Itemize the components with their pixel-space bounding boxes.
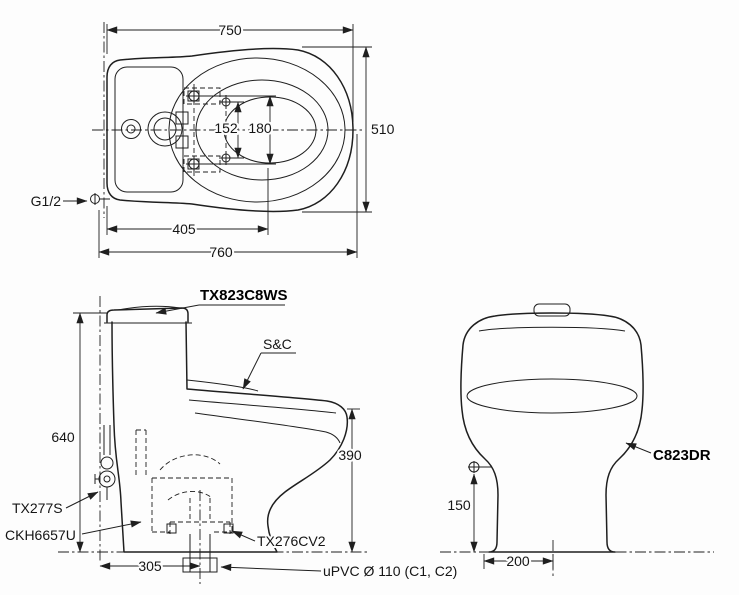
label-fixing-kit: CKH6657U: [5, 527, 76, 543]
dim-760-ext: [98, 134, 358, 258]
label-flush-fitting: TX276CV2: [257, 533, 326, 549]
valve-circle-inner: [153, 117, 177, 141]
tank-bowl-joint: [186, 379, 259, 392]
hinge-post-top: [175, 111, 189, 125]
rear-inlet-fitting: [468, 461, 492, 473]
dim-640-text: 640: [51, 429, 75, 445]
label-drain-pipe: uPVC Ø 110 (C1, C2): [323, 563, 457, 579]
flush-knob-outer: [121, 119, 141, 139]
seat-leader: [242, 352, 262, 390]
dim-750-text: 750: [218, 22, 242, 38]
label-seat: S&C: [263, 336, 292, 352]
dim-510-text: 510: [371, 121, 395, 137]
dim-390-text: 390: [338, 447, 362, 463]
tank-lid-plan: [114, 66, 184, 193]
label-stop-valve: TX277S: [12, 500, 63, 516]
label-model-rear: C823DR: [653, 447, 711, 464]
seat-edge-line: [188, 399, 337, 414]
seat-outer-oval: [168, 57, 346, 203]
label-model-side: TX823C8WS: [200, 287, 288, 304]
flush-fitting-leader: [231, 530, 256, 542]
bowl-outline-plan: [106, 47, 354, 213]
model-leader: [155, 304, 200, 315]
tank-lid-dome: [117, 305, 181, 311]
tank-lens: [466, 378, 638, 414]
fixing-kit-leader: [81, 520, 142, 535]
flush-knob-inner: [126, 124, 136, 134]
valve-circle-outer: [147, 111, 183, 147]
dim-152-text: 152: [214, 120, 238, 136]
dim-200-text: 200: [506, 553, 530, 569]
stop-valve-leader: [65, 491, 99, 509]
dim-180-text: 180: [248, 120, 272, 136]
flush-button: [533, 303, 571, 317]
dim-150-text: 150: [447, 497, 471, 513]
top-view: G1/2 750 510 152 180 405 760: [29, 20, 397, 262]
rear-model-leader: [625, 442, 652, 454]
label-water-inlet: G1/2: [31, 193, 62, 209]
seat-inner-oval: [195, 79, 329, 181]
stop-valve-assembly: [94, 425, 116, 500]
dim-760-text: 760: [209, 244, 233, 260]
dim-305-text: 305: [138, 558, 162, 574]
rim-under-line: [194, 412, 341, 444]
dim-510-ext: [302, 46, 372, 213]
dim-405-text: 405: [172, 221, 196, 237]
rear-outline: [460, 312, 644, 553]
tank-lid-seam: [478, 326, 626, 332]
drain-pipe-leader: [220, 563, 322, 572]
hidden-internals: [135, 429, 233, 534]
dim-750-ext: [106, 24, 354, 122]
side-view: TX823C8WS S&C 640 390 TX277S CKH6657U TX…: [3, 285, 459, 584]
toilet-profile: [111, 321, 349, 553]
water-inlet-fitting-plan: [90, 193, 110, 205]
hinge-post-bottom: [175, 135, 189, 149]
rear-view: 150 200 C823DR: [440, 303, 714, 576]
